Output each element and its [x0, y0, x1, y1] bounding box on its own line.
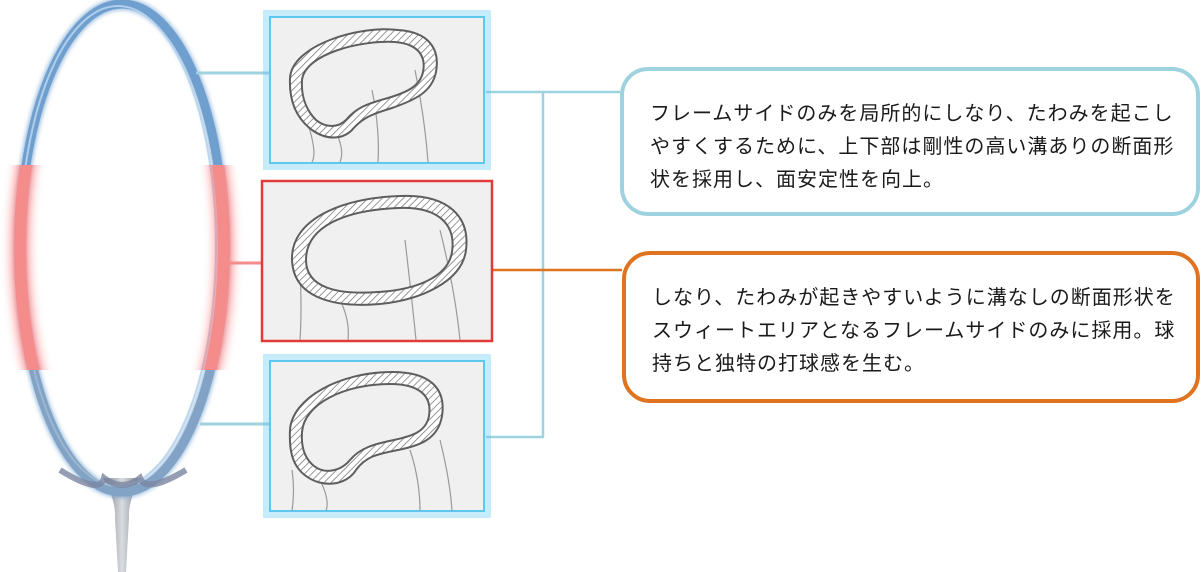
- racket-shaft: [103, 478, 141, 572]
- cross-section-panel-grooved-bottom: [263, 354, 491, 518]
- callout-grooved-sections: フレームサイドのみを局所的にしなり、たわみを起こしやすくするために、上下部は剛性…: [620, 67, 1200, 216]
- callout-grooved-text: フレームサイドのみを局所的にしなり、たわみを起こしやすくするために、上下部は剛性…: [650, 101, 1175, 191]
- callout-sweet-area-section: しなり、たわみが起きやすいように溝なしの断面形状をスウィートエリアとなるフレーム…: [622, 251, 1200, 403]
- cross-section-panel-grooved-top: [263, 10, 491, 170]
- connector-blue-bracket: [486, 90, 620, 439]
- racket-frame: [11, 0, 233, 498]
- callout-sweet-area-text: しなり、たわみが起きやすいように溝なしの断面形状をスウィートエリアとなるフレーム…: [652, 285, 1176, 375]
- cross-section-panel-sweet-area: [260, 179, 494, 343]
